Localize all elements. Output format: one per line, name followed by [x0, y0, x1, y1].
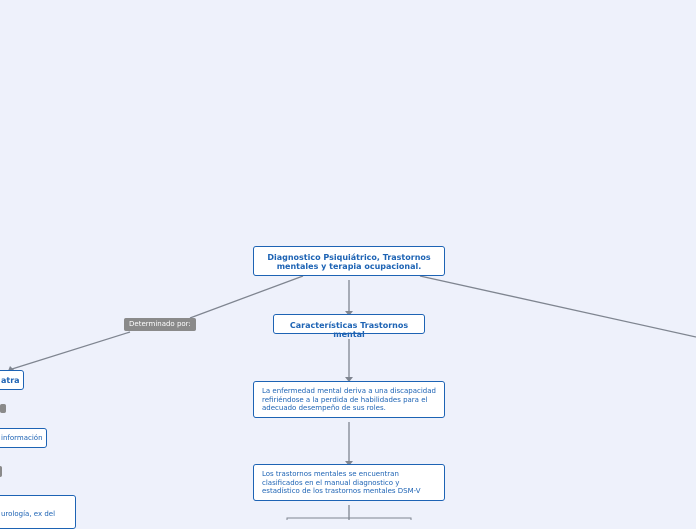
partial-node-bottom-edge: [286, 517, 412, 520]
central-topic-node[interactable]: Diagnostico Psiquiátrico, Trastornos men…: [253, 246, 445, 276]
determinado-por-label: Determinado por:: [129, 320, 191, 328]
left-tag-1[interactable]: [0, 404, 6, 413]
left-tag-2[interactable]: [0, 466, 2, 477]
neurologia-node[interactable]: urología, ex del: [0, 495, 76, 529]
informacion-label: información: [1, 434, 43, 442]
central-topic-label: Diagnostico Psiquiátrico, Trastornos men…: [267, 253, 431, 271]
psiquiatra-label: atra: [1, 376, 20, 385]
determinado-por-tag[interactable]: Determinado por:: [124, 318, 196, 331]
informacion-node[interactable]: información: [0, 428, 47, 448]
arrowhead-caracteristicas: [345, 311, 353, 316]
arrowhead-clasificados: [345, 461, 353, 466]
caracteristicas-label: Características Trastornos mental: [289, 321, 409, 339]
arrowhead-enfermedad: [345, 377, 353, 382]
connector-tag-to-psiquiatra: [11, 331, 131, 370]
connector-central-to-right: [419, 275, 696, 338]
enfermedad-mental-label: La enfermedad mental deriva a una discap…: [262, 387, 436, 412]
psiquiatra-node[interactable]: atra: [0, 370, 24, 390]
caracteristicas-node[interactable]: Características Trastornos mental: [273, 314, 425, 339]
trastornos-clasificados-label: Los trastornos mentales se encuentran cl…: [262, 470, 421, 495]
neurologia-label: urología, ex del: [1, 510, 56, 518]
trastornos-clasificados-node[interactable]: Los trastornos mentales se encuentran cl…: [253, 464, 445, 501]
connector-central-to-tag: [189, 275, 304, 319]
enfermedad-mental-node[interactable]: La enfermedad mental deriva a una discap…: [253, 381, 445, 418]
